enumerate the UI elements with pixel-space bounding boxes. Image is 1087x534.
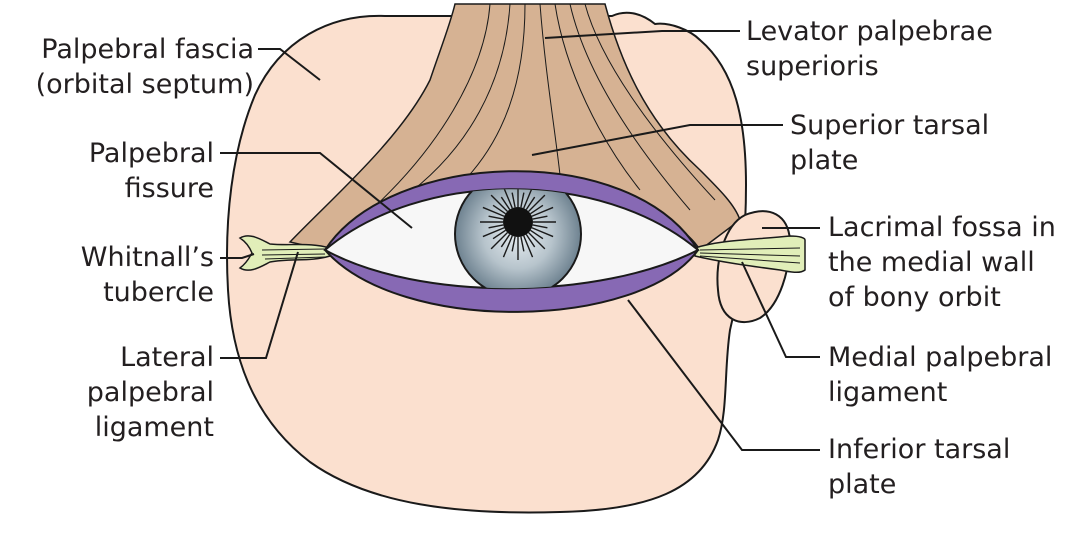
- label-line: ligament: [828, 377, 948, 408]
- iris-spoke: [520, 192, 525, 208]
- iris-spoke: [492, 204, 506, 215]
- label-line: Medial palpebral: [828, 342, 1053, 373]
- ligament-fibers: [261, 247, 801, 264]
- label-inferior-tarsal-plate: Inferior tarsal plate: [828, 432, 1010, 502]
- label-line: (orbital septum): [35, 69, 254, 100]
- iris-spoke: [530, 204, 544, 215]
- iris-spoke: [490, 232, 508, 250]
- label-line: tubercle: [103, 277, 214, 308]
- iris-spoke: [528, 194, 546, 212]
- iris-spoke: [525, 196, 536, 210]
- iris-spoke: [502, 189, 513, 209]
- iris-spoke: [531, 206, 554, 217]
- iris-spoke: [528, 232, 546, 250]
- iris-spoke: [511, 192, 516, 208]
- label-line: palpebral: [86, 377, 214, 408]
- iris-spoke: [482, 206, 505, 217]
- label-line: of bony orbit: [828, 282, 1001, 313]
- iris-spoke: [490, 194, 508, 212]
- iris-spoke: [520, 236, 525, 252]
- label-lateral-palpebral-ligament: Lateral palpebral ligament: [0, 340, 214, 445]
- iris-spoke: [525, 234, 536, 248]
- pupil: [503, 207, 533, 237]
- label-medial-palpebral-ligament: Medial palpebral ligament: [828, 340, 1052, 410]
- label-line: Levator palpebrae: [746, 16, 993, 47]
- leader-lines: [220, 30, 820, 451]
- iris-spoke: [500, 234, 511, 248]
- label-line: Palpebral: [88, 138, 214, 169]
- iris-spoke: [531, 227, 554, 238]
- eyeball: [454, 189, 582, 289]
- iris-spoke: [488, 215, 504, 220]
- label-superior-tarsal-plate: Superior tarsal plate: [790, 108, 989, 178]
- label-line: Palpebral fascia: [41, 34, 254, 65]
- lateral-ligament-shape: [238, 235, 331, 271]
- iris-spoke: [492, 229, 506, 240]
- levator-fibers: [359, 3, 716, 221]
- label-line: Lacrimal fossa in: [828, 212, 1056, 243]
- iris-spoke: [482, 227, 505, 238]
- label-line: fissure: [124, 173, 214, 204]
- iris-spoke: [511, 236, 516, 252]
- iris-spoke: [523, 235, 534, 258]
- label-line: ligament: [94, 412, 214, 443]
- label-line: superioris: [746, 51, 879, 82]
- label-levator-palpebrae: Levator palpebrae superioris: [746, 14, 993, 84]
- iris-spoke: [523, 189, 534, 209]
- label-palpebral-fascia: Palpebral fascia (orbital septum): [0, 32, 254, 102]
- label-whitnalls-tubercle: Whitnall’s tubercle: [0, 240, 214, 310]
- label-line: Whitnall’s: [80, 242, 214, 273]
- iris-spoke: [502, 235, 513, 258]
- iris-spoke: [488, 224, 504, 229]
- label-line: Lateral: [120, 342, 214, 373]
- iris-spoke: [530, 229, 544, 240]
- iris-spoke: [532, 224, 548, 229]
- label-line: Superior tarsal: [790, 110, 990, 141]
- label-line: the medial wall: [828, 247, 1035, 278]
- iris-spoke: [500, 196, 511, 210]
- label-line: plate: [790, 145, 859, 176]
- label-palpebral-fissure: Palpebral fissure: [0, 136, 214, 206]
- label-line: Inferior tarsal: [828, 434, 1011, 465]
- iris-spoke: [532, 215, 548, 220]
- label-line: plate: [828, 469, 897, 500]
- iris-spokes: [480, 189, 556, 260]
- label-lacrimal-fossa: Lacrimal fossa in the medial wall of bon…: [828, 210, 1056, 315]
